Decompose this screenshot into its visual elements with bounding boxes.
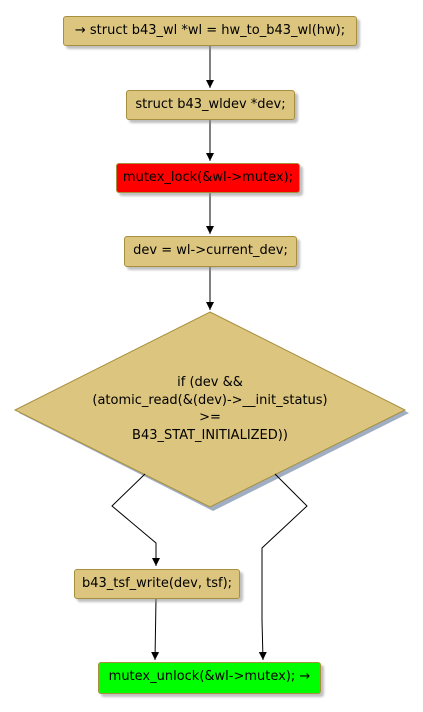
assign-dev-node: dev = wl->current_dev; — [124, 236, 297, 267]
decision-line-1: if (dev && — [177, 375, 243, 390]
mutex-unlock-node: mutex_unlock(&wl->mutex); → — [98, 662, 321, 694]
edge-decision-to-tsf-write — [111, 473, 160, 566]
decision-condition: if (dev && (atomic_read(&(dev)->__init_s… — [40, 374, 380, 444]
edge-tsf-write-to-unlock — [151, 598, 160, 661]
mutex-lock-node: mutex_lock(&wl->mutex); — [116, 163, 300, 193]
edge-decision-to-unlock — [258, 473, 308, 661]
declare-dev-node: struct b43_wldev *dev; — [126, 90, 295, 120]
decision-line-3: >= — [199, 410, 221, 425]
decision-line-4: B43_STAT_INITIALIZED)) — [132, 427, 288, 443]
decision-diamond — [13, 311, 407, 508]
decision-line-2: (atomic_read(&(dev)->__init_status) — [92, 392, 328, 408]
tsf-write-node: b43_tsf_write(dev, tsf); — [74, 569, 240, 599]
start-node: → struct b43_wl *wl = hw_to_b43_wl(hw); — [63, 16, 357, 46]
